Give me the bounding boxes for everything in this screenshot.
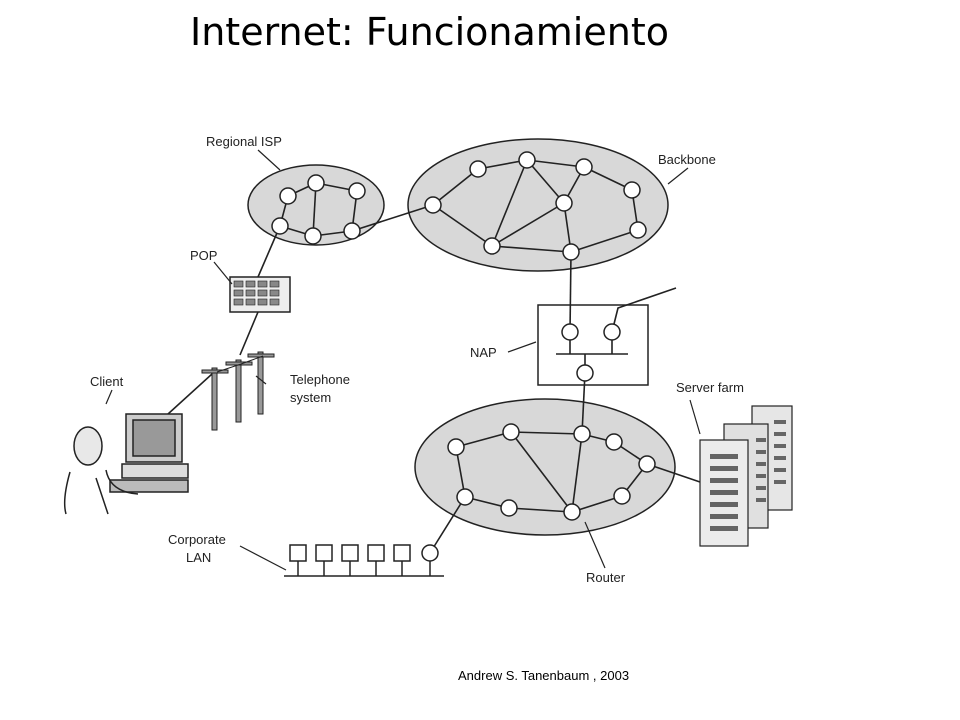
network-links <box>167 159 701 554</box>
client-computer-icon <box>109 413 189 493</box>
label-pointers <box>105 149 701 571</box>
telephone-label-line1: Telephone <box>290 372 350 387</box>
pop-rack-icon <box>229 276 291 313</box>
server-farm-icon <box>699 405 793 547</box>
client-label: Client <box>90 374 124 389</box>
nap-label: NAP <box>470 345 497 360</box>
backbone-cloud <box>407 138 669 272</box>
client-person-icon <box>63 426 139 515</box>
slide-title: Internet: Funcionamiento <box>190 10 669 54</box>
corporate-label-line2: LAN <box>186 550 211 565</box>
pop-label: POP <box>190 248 217 263</box>
corporate-lan-icon <box>284 544 444 577</box>
router-nodes <box>271 151 656 521</box>
backbone-label: Backbone <box>658 152 716 167</box>
regional-isp-label: Regional ISP <box>206 134 282 149</box>
corporate-label-line1: Corporate <box>168 532 226 547</box>
telephone-label-line2: system <box>290 390 331 405</box>
router-label: Router <box>586 570 626 585</box>
server-farm-label: Server farm <box>676 380 744 395</box>
credit-text: Andrew S. Tanenbaum , 2003 <box>458 668 630 683</box>
telephone-poles-icon <box>201 351 275 431</box>
